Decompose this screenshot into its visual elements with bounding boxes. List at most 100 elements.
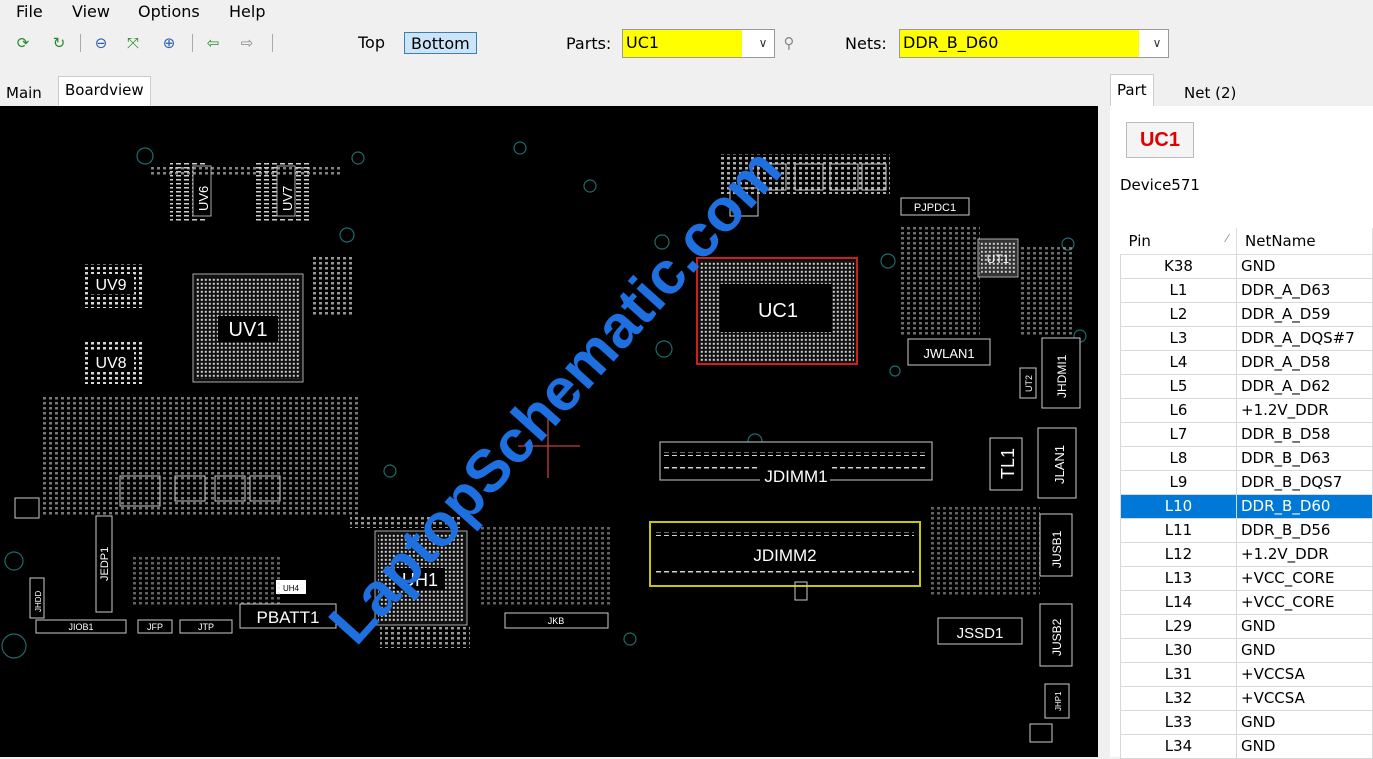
jwlan1-label: JWLAN1: [923, 346, 974, 361]
table-row[interactable]: L13+VCC_CORE: [1120, 565, 1373, 591]
uv1-label: UV1: [229, 319, 268, 341]
pin-cell: L13: [1120, 565, 1237, 591]
netname-cell: +VCC_CORE: [1236, 565, 1373, 591]
pin-cell: L12: [1120, 541, 1237, 567]
column-header-pin[interactable]: Pin⁄: [1120, 228, 1237, 255]
menu-help[interactable]: Help: [229, 2, 266, 21]
pin-cell: L30: [1120, 637, 1237, 663]
side-top-button[interactable]: Top: [358, 33, 385, 52]
pbatt1-label: PBATT1: [257, 608, 320, 627]
jusb1-label: JUSB1: [1050, 530, 1064, 568]
jhp1-label: JHP1: [1054, 691, 1063, 711]
zoom-in-icon[interactable]: ⊕: [162, 34, 176, 52]
nets-combobox[interactable]: DDR_B_D60 ∨: [899, 29, 1169, 58]
zoom-out-icon[interactable]: ⊖: [94, 34, 108, 52]
search-icon[interactable]: ⚲: [783, 34, 795, 52]
nets-value[interactable]: DDR_B_D60: [900, 30, 1139, 57]
nets-label: Nets:: [845, 34, 887, 53]
tab-main[interactable]: Main: [6, 84, 42, 102]
parts-label: Parts:: [566, 34, 612, 53]
pin-cell: L31: [1120, 661, 1237, 687]
jssd1-label: JSSD1: [957, 625, 1004, 642]
pin-cell: L29: [1120, 613, 1237, 639]
pin-cell: L7: [1120, 421, 1237, 447]
side-bottom-button[interactable]: Bottom: [404, 32, 477, 54]
netname-cell: DDR_B_D63: [1236, 445, 1373, 471]
menu-view[interactable]: View: [72, 2, 110, 21]
jtp-label: JTP: [198, 622, 214, 632]
pjpdc1-label: PJPDC1: [914, 202, 956, 214]
chevron-down-icon[interactable]: ∨: [758, 36, 768, 50]
netname-cell: +VCC_CORE: [1236, 589, 1373, 615]
mounting-holes: [1, 141, 1087, 659]
netname-cell: +VCCSA: [1236, 685, 1373, 711]
netname-cell: +1.2V_DDR: [1236, 541, 1373, 567]
back-arrow-icon[interactable]: ⇦: [206, 34, 220, 52]
forward-arrow-icon[interactable]: ⇨: [240, 34, 254, 52]
table-row[interactable]: L32+VCCSA: [1120, 685, 1373, 711]
jiob1-label: JIOB1: [68, 622, 93, 632]
parts-combobox[interactable]: UC1 ∨: [622, 29, 775, 58]
pin-cell: L8: [1120, 445, 1237, 471]
uh1-label: UH1: [402, 570, 438, 590]
table-row[interactable]: L6+1.2V_DDR: [1120, 397, 1373, 423]
tab-net[interactable]: Net (2): [1184, 84, 1237, 102]
uv6-label: UV6: [196, 186, 211, 211]
pin-cell: L33: [1120, 709, 1237, 735]
ut1-label: UT1: [987, 252, 1010, 266]
table-header-row: Pin⁄ NetName: [1120, 228, 1373, 255]
netname-cell: GND: [1236, 613, 1373, 639]
jdimm2-label: JDIMM2: [753, 546, 816, 565]
selected-part-button[interactable]: UC1: [1126, 122, 1194, 158]
reload-icon[interactable]: ↻: [52, 34, 66, 52]
refresh-icon[interactable]: ⟳: [16, 34, 30, 52]
board-view-canvas[interactable]: UV1 UV6 UV7 UV9 UV8 UC1: [0, 106, 1098, 757]
menu-options[interactable]: Options: [138, 2, 200, 21]
netname-cell: +VCCSA: [1236, 661, 1373, 687]
toolbar-separator: [80, 34, 81, 52]
column-header-netname[interactable]: NetName: [1236, 228, 1373, 255]
table-row[interactable]: L31+VCCSA: [1120, 661, 1373, 687]
part-description: Device571: [1120, 176, 1200, 194]
jdimm1-label: JDIMM1: [764, 467, 827, 486]
uv7-label: UV7: [280, 186, 295, 211]
table-row[interactable]: L12+1.2V_DDR: [1120, 541, 1373, 567]
fit-icon[interactable]: ⤧: [126, 34, 139, 52]
chevron-down-icon[interactable]: ∨: [1152, 36, 1162, 50]
netname-cell: GND: [1236, 733, 1373, 759]
jhdmi1-label: JHDMI1: [1055, 354, 1069, 398]
tab-part[interactable]: Part: [1110, 74, 1154, 106]
pin-cell: L5: [1120, 373, 1237, 399]
menu-file[interactable]: File: [16, 2, 43, 21]
parts-value[interactable]: UC1: [623, 30, 742, 57]
pin-cell: L34: [1120, 733, 1237, 759]
uv9-label: UV9: [95, 277, 126, 294]
toolbar: ⟳ ↻ ⊖ ⤧ ⊕ ⇦ ⇨ Top Bottom Parts: UC1 ∨ ⚲ …: [0, 26, 1373, 62]
table-row[interactable]: L14+VCC_CORE: [1120, 589, 1373, 615]
tab-boardview[interactable]: Boardview: [58, 76, 151, 106]
pin-cell: L11: [1120, 517, 1237, 543]
jhdd-label: JHDD: [34, 590, 43, 612]
netname-cell: +1.2V_DDR: [1236, 397, 1373, 423]
toolbar-separator: [192, 34, 193, 52]
pin-cell: K38: [1120, 253, 1237, 279]
tl1-label: TL1: [998, 448, 1018, 479]
uc1-label: UC1: [758, 300, 798, 322]
netname-cell: GND: [1236, 709, 1373, 735]
netname-cell: DDR_A_D59: [1236, 301, 1373, 327]
